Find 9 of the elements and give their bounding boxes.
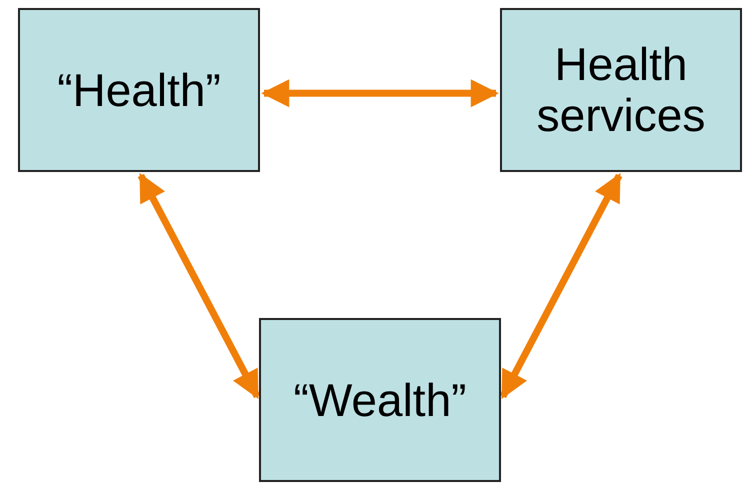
concept-box xyxy=(18,8,260,172)
box-label: “Wealth” xyxy=(294,374,466,426)
double-arrow xyxy=(261,79,499,108)
concept-box xyxy=(500,8,742,172)
box-label: “Health” xyxy=(57,64,221,116)
concept-box xyxy=(259,318,501,482)
double-arrow xyxy=(500,173,622,399)
double-arrow xyxy=(138,173,260,399)
box-label: Health services xyxy=(536,39,706,141)
